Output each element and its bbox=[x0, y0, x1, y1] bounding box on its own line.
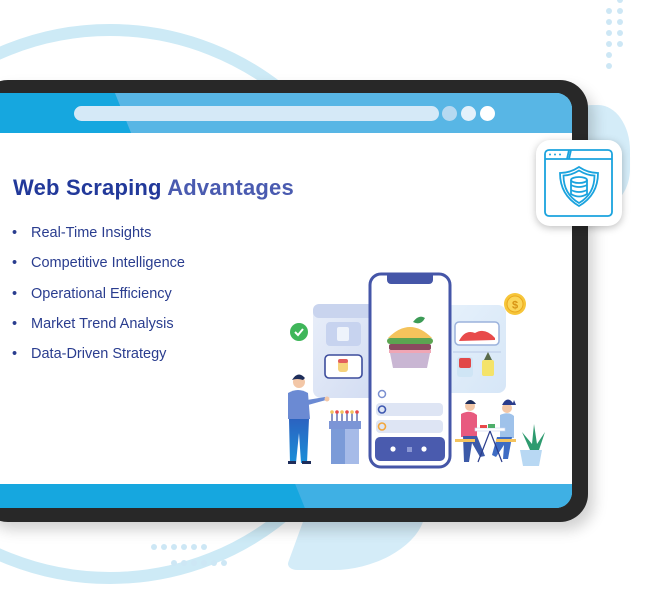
left-product-panel bbox=[313, 304, 378, 398]
slide-title: Web Scraping Advantages bbox=[13, 175, 294, 201]
window-control-dot-1[interactable] bbox=[442, 106, 457, 121]
title-primary: Web Scraping bbox=[13, 175, 162, 200]
browser-footer-bar bbox=[0, 484, 572, 508]
decorative-dots-bottom-1 bbox=[151, 544, 207, 550]
burger-icon bbox=[387, 316, 433, 368]
pencil-cup-icon bbox=[329, 410, 361, 464]
presenter-person-icon bbox=[288, 374, 330, 464]
decorative-dots-top bbox=[606, 0, 623, 69]
dining-people-icon bbox=[455, 399, 516, 463]
bullet-icon: • bbox=[12, 315, 18, 332]
title-secondary: Advantages bbox=[167, 175, 294, 200]
address-bar[interactable] bbox=[74, 106, 439, 121]
window-control-dot-3[interactable] bbox=[480, 106, 495, 121]
right-product-panel bbox=[440, 305, 506, 393]
list-item: •Market Trend Analysis bbox=[12, 312, 185, 342]
list-item: •Operational Efficiency bbox=[12, 282, 185, 312]
bullet-icon: • bbox=[12, 225, 18, 241]
window-control-dot-2[interactable] bbox=[461, 106, 476, 121]
bullet-icon: • bbox=[12, 346, 18, 363]
list-item: •Competitive Intelligence bbox=[12, 251, 185, 281]
security-badge bbox=[536, 140, 622, 226]
svg-text:$: $ bbox=[512, 300, 518, 312]
dollar-coin-icon: $ bbox=[504, 293, 526, 315]
plant-icon bbox=[520, 424, 545, 466]
database-shield-browser-icon bbox=[544, 149, 613, 217]
bullet-icon: • bbox=[12, 255, 18, 272]
decorative-dots-bottom-2 bbox=[171, 560, 227, 566]
browser-toolbar bbox=[0, 93, 572, 133]
advantages-list: •Real-Time Insights •Competitive Intelli… bbox=[12, 221, 185, 372]
list-item: •Data-Driven Strategy bbox=[12, 342, 185, 372]
bullet-icon: • bbox=[12, 285, 18, 302]
phone-app-icon bbox=[368, 272, 452, 469]
check-circle-icon bbox=[290, 323, 308, 341]
list-item: •Real-Time Insights bbox=[12, 221, 185, 251]
